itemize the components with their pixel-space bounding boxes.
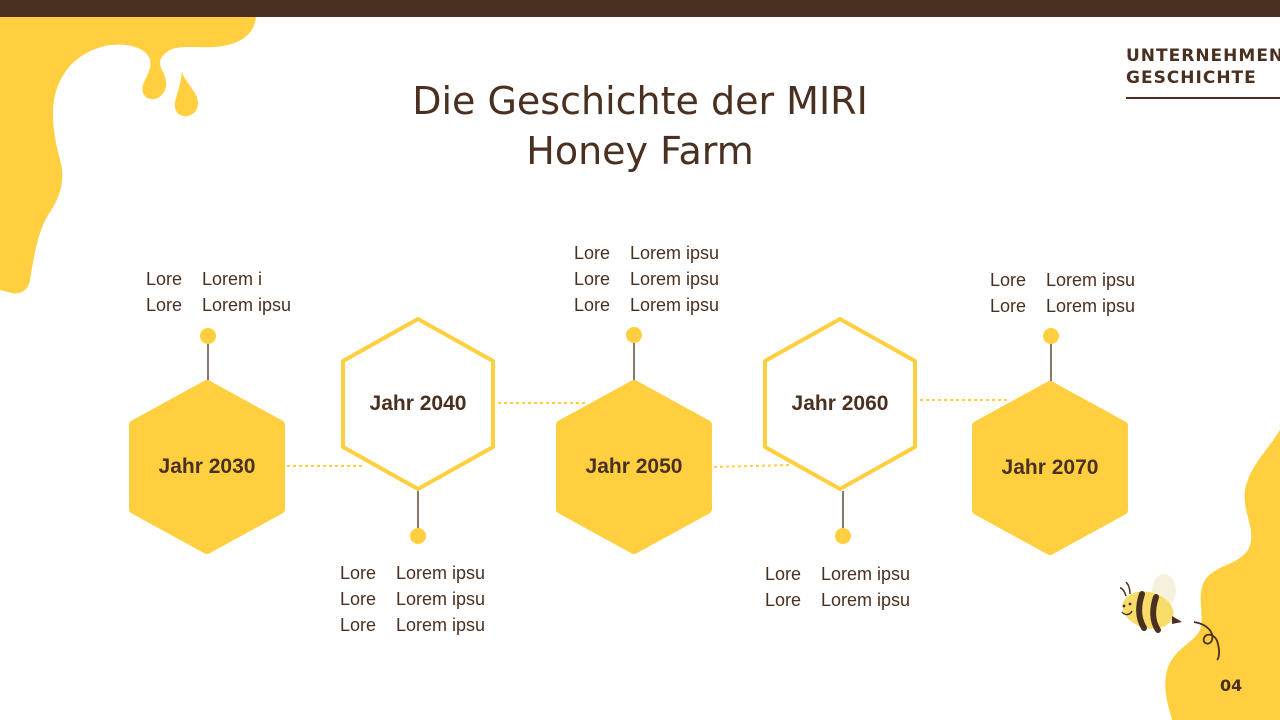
row-value: Lorem ipsu xyxy=(630,295,720,315)
bee-icon xyxy=(1119,574,1220,661)
year-label: Jahr 2040 xyxy=(369,392,467,415)
row-value: Lorem ipsu xyxy=(1046,296,1136,316)
row-value: Lorem ipsu xyxy=(396,615,486,635)
row-key: Lore xyxy=(340,615,377,635)
row-value: Lorem ipsu xyxy=(821,590,911,610)
row-key: Lore xyxy=(574,269,611,289)
text-row: Lore Lorem ipsu xyxy=(340,612,485,638)
honey-drip-decoration xyxy=(0,17,256,294)
year-label: Jahr 2030 xyxy=(158,455,256,478)
page-title-line1: Die Geschichte der MIRI xyxy=(412,79,868,123)
text-row: Lore Lorem ipsu xyxy=(340,560,485,586)
row-value: Lorem ipsu xyxy=(396,563,486,583)
row-key: Lore xyxy=(765,590,802,610)
row-value: Lorem ipsu xyxy=(630,243,720,263)
timeline-node-2070: Jahr 2070 xyxy=(970,379,1130,557)
top-bar xyxy=(0,0,1280,17)
row-key: Lore xyxy=(990,270,1027,290)
text-row: Lore Lorem ipsu xyxy=(990,293,1135,319)
timeline-node-2060: Jahr 2060 xyxy=(760,315,920,493)
row-key: Lore xyxy=(574,295,611,315)
year-label: Jahr 2050 xyxy=(585,455,683,478)
timeline-node-2040: Jahr 2040 xyxy=(338,315,498,493)
year-label: Jahr 2070 xyxy=(1001,456,1099,479)
row-key: Lore xyxy=(146,269,183,289)
row-value: Lorem ipsu xyxy=(821,564,911,584)
text-row: Lore Lorem ipsu xyxy=(574,240,719,266)
text-row: Lore Lorem i xyxy=(146,266,291,292)
row-key: Lore xyxy=(146,295,183,315)
section-label: UNTERNEHMEN GESCHICHTE xyxy=(1126,45,1280,89)
page-title-line2: Honey Farm xyxy=(526,129,754,173)
page-number: 04 xyxy=(1220,676,1243,695)
row-value: Lorem ipsu xyxy=(202,295,292,315)
hexagon-filled-icon xyxy=(556,380,712,554)
section-label-line2: GESCHICHTE xyxy=(1126,68,1257,88)
row-value: Lorem ipsu xyxy=(396,589,486,609)
row-key: Lore xyxy=(340,563,377,583)
row-value: Lorem ipsu xyxy=(630,269,720,289)
section-label-line1: UNTERNEHMEN xyxy=(1126,46,1280,66)
text-row: Lore Lorem ipsu xyxy=(765,587,910,613)
row-key: Lore xyxy=(765,564,802,584)
text-row: Lore Lorem ipsu xyxy=(574,292,719,318)
row-value: Lorem i xyxy=(202,269,263,289)
row-key: Lore xyxy=(990,296,1027,316)
hexagon-outline-icon xyxy=(763,317,917,491)
text-row: Lore Lorem ipsu xyxy=(146,292,291,318)
row-value: Lorem ipsu xyxy=(1046,270,1136,290)
timeline-node-2050: Jahr 2050 xyxy=(554,378,714,556)
text-row: Lore Lorem ipsu xyxy=(340,586,485,612)
section-label-underline xyxy=(1126,97,1280,99)
row-key: Lore xyxy=(574,243,611,263)
text-row: Lore Lorem ipsu xyxy=(574,266,719,292)
text-row: Lore Lorem ipsu xyxy=(765,561,910,587)
hexagon-filled-icon xyxy=(972,381,1128,555)
hexagon-filled-icon xyxy=(129,380,285,554)
year-label: Jahr 2060 xyxy=(791,392,889,415)
page-title: Die Geschichte der MIRI Honey Farm xyxy=(340,76,940,176)
row-key: Lore xyxy=(340,589,377,609)
text-row: Lore Lorem ipsu xyxy=(990,267,1135,293)
timeline-node-2030: Jahr 2030 xyxy=(127,378,287,556)
hexagon-outline-icon xyxy=(341,317,495,491)
